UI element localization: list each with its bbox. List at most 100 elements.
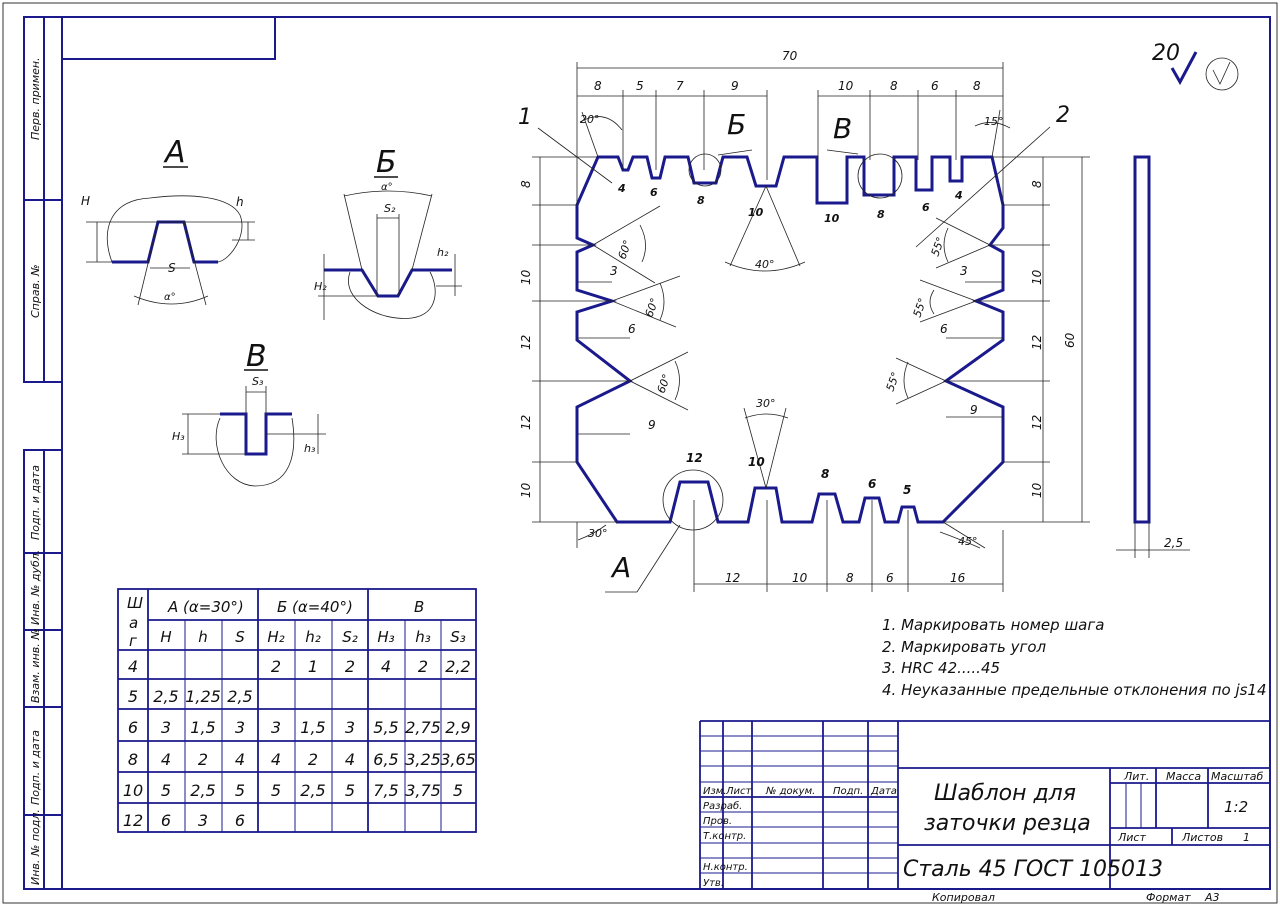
- dim-left-3: 12: [519, 335, 533, 350]
- dim-left-2: 10: [519, 269, 533, 285]
- table-cell: 2: [345, 657, 355, 676]
- tb-listov-value: 1: [1243, 831, 1250, 844]
- dim-left-5: 10: [519, 482, 533, 498]
- table-row-step: 5: [128, 687, 138, 706]
- table-cell: 3: [235, 718, 245, 737]
- dimension-lines: [532, 62, 1190, 593]
- dim-top-2: 5: [636, 79, 644, 93]
- table-cell: 5,5: [373, 718, 398, 737]
- dim-bottom-4: 6: [886, 571, 894, 585]
- tb-list-label: Лист: [1117, 831, 1146, 844]
- table-cell: 4: [235, 750, 245, 769]
- tb-kopiroval: Копировал: [932, 891, 995, 904]
- detail-a: А H h S α°: [81, 135, 255, 306]
- dim-top-7: 6: [931, 79, 939, 93]
- detail-b-h2: h₂: [437, 246, 449, 259]
- table-cell: 2,9: [445, 718, 470, 737]
- dim-top-6: 8: [890, 79, 898, 93]
- table-row-step: 12: [123, 811, 143, 830]
- dim-right-2: 10: [1030, 269, 1044, 285]
- step-bottom-3: 8: [821, 467, 829, 481]
- dim-left-inner-2: 6: [628, 322, 636, 336]
- tb-format-label: Формат: [1146, 891, 1191, 904]
- view-b-title: Б: [376, 145, 397, 180]
- label-vzam-inv: Взам. инв. №: [29, 628, 42, 703]
- tb-title-line2: заточки резца: [924, 811, 1091, 836]
- section-mark-v: В: [833, 112, 852, 145]
- detail-a-alpha: α°: [164, 292, 176, 303]
- label-podp-data-2: Подп. и дата: [29, 730, 42, 805]
- table-subheader: H₃: [377, 628, 394, 646]
- angle-10: 30°: [756, 397, 776, 410]
- table-cell: 5: [161, 781, 171, 800]
- top-left-stamp: [62, 17, 276, 60]
- callout-1: 1: [518, 105, 532, 130]
- table-cell: 3,65: [440, 750, 476, 769]
- detail-v-H3: H₃: [172, 430, 185, 443]
- detail-b-S2: S₂: [384, 202, 396, 215]
- dim-top-3: 7: [676, 79, 684, 93]
- dim-right-inner-2: 6: [940, 322, 948, 336]
- table-cell: 2: [271, 657, 281, 676]
- table-cell: 2,5: [190, 781, 215, 800]
- step-top-1: 4: [617, 182, 626, 195]
- dim-bottom-3: 8: [846, 571, 854, 585]
- table-cell: 3: [198, 811, 208, 830]
- table-row-step: 10: [123, 781, 143, 800]
- table-cell: 5: [345, 781, 355, 800]
- table-cell: 5: [235, 781, 245, 800]
- roughness-value: 20: [1152, 41, 1180, 66]
- step-top-2: 6: [650, 186, 658, 199]
- table-cell: 3: [161, 718, 171, 737]
- table-cell: 4: [161, 750, 171, 769]
- title-block: Изм. Лист № докум. Подп. Дата Разраб. Пр…: [699, 720, 1270, 904]
- table-cell: 6: [161, 811, 171, 830]
- table-head-step-2: а: [129, 614, 138, 632]
- dim-top-1: 8: [594, 79, 602, 93]
- angle-5: 60°: [643, 296, 662, 319]
- callout-2: 2: [1056, 103, 1070, 128]
- note-4: 4. Неуказанные предельные отклонения по …: [882, 681, 1267, 699]
- step-top-8: 4: [954, 189, 963, 202]
- step-top-4: 10: [748, 206, 764, 219]
- dim-right-3: 12: [1030, 335, 1044, 350]
- dim-overall-width: 70: [782, 49, 798, 63]
- tb-nkontr: Н.контр.: [703, 862, 748, 873]
- table-row-step: 6: [128, 718, 138, 737]
- tb-prov: Пров.: [703, 816, 732, 827]
- tb-massa: Масса: [1166, 770, 1201, 783]
- tb-razrab: Разраб.: [703, 800, 742, 812]
- detail-v-S3: S₃: [252, 375, 264, 388]
- dim-bottom-1: 12: [725, 571, 740, 585]
- table-group-v: В: [414, 598, 424, 616]
- table-subheader: S₂: [342, 628, 358, 646]
- table-cell: 1,25: [185, 687, 221, 706]
- section-mark-b: Б: [727, 108, 746, 141]
- table-cell: 1,5: [300, 718, 325, 737]
- table-cell: 4: [381, 657, 391, 676]
- notes: 1. Маркировать номер шага 2. Маркировать…: [882, 616, 1267, 699]
- step-bottom-1: 12: [686, 451, 703, 465]
- label-sprav-no: Справ. №: [29, 264, 42, 318]
- table-subheader: S: [235, 628, 245, 646]
- table-cell: 2,5: [227, 687, 252, 706]
- tb-col-doc: № докум.: [765, 786, 815, 797]
- table-cell: 1: [308, 657, 318, 676]
- table-cell: 4: [345, 750, 355, 769]
- table-cell: 6,5: [373, 750, 398, 769]
- roughness-symbol: 20: [1152, 41, 1239, 91]
- dim-bottom-5: 16: [950, 571, 966, 585]
- dim-top-8: 8: [973, 79, 981, 93]
- detail-b-H2: H₂: [314, 280, 327, 293]
- dim-right-inner-1: 3: [960, 264, 968, 278]
- template-outline: [575, 155, 1005, 524]
- angle-7: 55°: [929, 235, 948, 258]
- angle-6: 60°: [655, 372, 674, 395]
- angle-3: 40°: [755, 258, 775, 271]
- tb-col-izm: Изм.: [703, 786, 727, 797]
- table-cell: 2,75: [405, 718, 441, 737]
- tb-col-data: Дата: [870, 786, 897, 797]
- table-cell: 1,5: [190, 718, 215, 737]
